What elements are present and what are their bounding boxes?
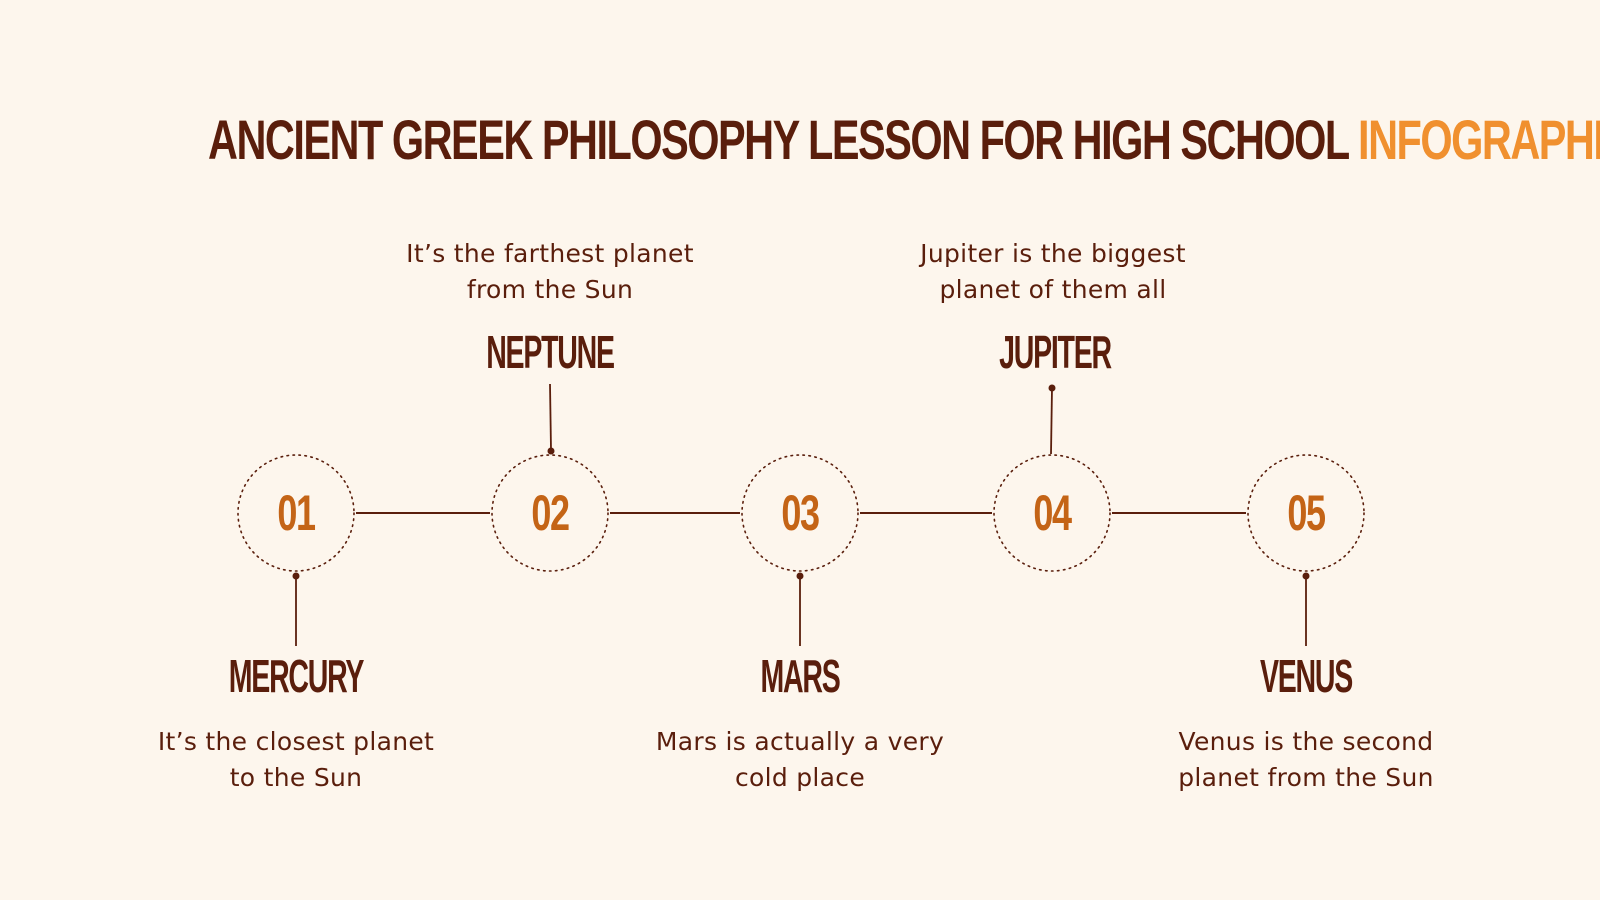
step-number-2: 02 xyxy=(531,485,570,541)
description-line: planet of them all xyxy=(939,275,1167,304)
pointer-dot xyxy=(292,572,300,580)
pointer-dot xyxy=(1048,384,1056,392)
step-number-4: 04 xyxy=(1033,485,1072,541)
step-heading-mercury: Mercury xyxy=(228,650,365,702)
pointer-dot xyxy=(796,572,804,580)
step-heading-jupiter: Jupiter xyxy=(999,326,1112,378)
step-description-mars: Mars is actually a very cold place xyxy=(630,724,970,796)
description-line: Jupiter is the biggest xyxy=(920,239,1186,268)
description-line: It’s the farthest planet xyxy=(406,239,694,268)
pointer-dot xyxy=(547,447,555,455)
step-description-venus: Venus is the second planet from the Sun xyxy=(1136,724,1476,796)
description-line: It’s the closest planet xyxy=(157,727,435,756)
pointer-dot xyxy=(1302,572,1310,580)
step-description-jupiter: Jupiter is the biggest planet of them al… xyxy=(883,236,1223,308)
description-line: planet from the Sun xyxy=(1178,763,1434,792)
description-line: Mars is actually a very xyxy=(655,727,945,756)
step-heading-mars: Mars xyxy=(760,650,840,702)
step-circle xyxy=(741,454,859,572)
pointer-line xyxy=(549,383,552,451)
step-heading-neptune: Neptune xyxy=(486,326,615,378)
page-title: Ancient Greek Philosophy Lesson for High… xyxy=(208,100,1600,180)
step-description-mercury: It’s the closest planet to the Sun xyxy=(126,724,466,796)
title-main: Ancient Greek Philosophy Lesson for High… xyxy=(208,108,1349,171)
step-heading-venus: Venus xyxy=(1259,650,1353,702)
step-circle xyxy=(1247,454,1365,572)
step-number-3: 03 xyxy=(781,485,820,541)
step-circle xyxy=(491,454,609,572)
step-number-1: 01 xyxy=(277,485,316,541)
pointer-line xyxy=(1050,387,1053,455)
step-number-5: 05 xyxy=(1287,485,1326,541)
description-line: cold place xyxy=(734,763,866,792)
title-accent: Infographics xyxy=(1358,108,1600,171)
step-circle xyxy=(237,454,355,572)
description-line: to the Sun xyxy=(229,763,363,792)
description-line: from the Sun xyxy=(466,275,634,304)
step-circle xyxy=(993,454,1111,572)
step-description-neptune: It’s the farthest planet from the Sun xyxy=(380,236,720,308)
description-line: Venus is the second xyxy=(1178,727,1434,756)
